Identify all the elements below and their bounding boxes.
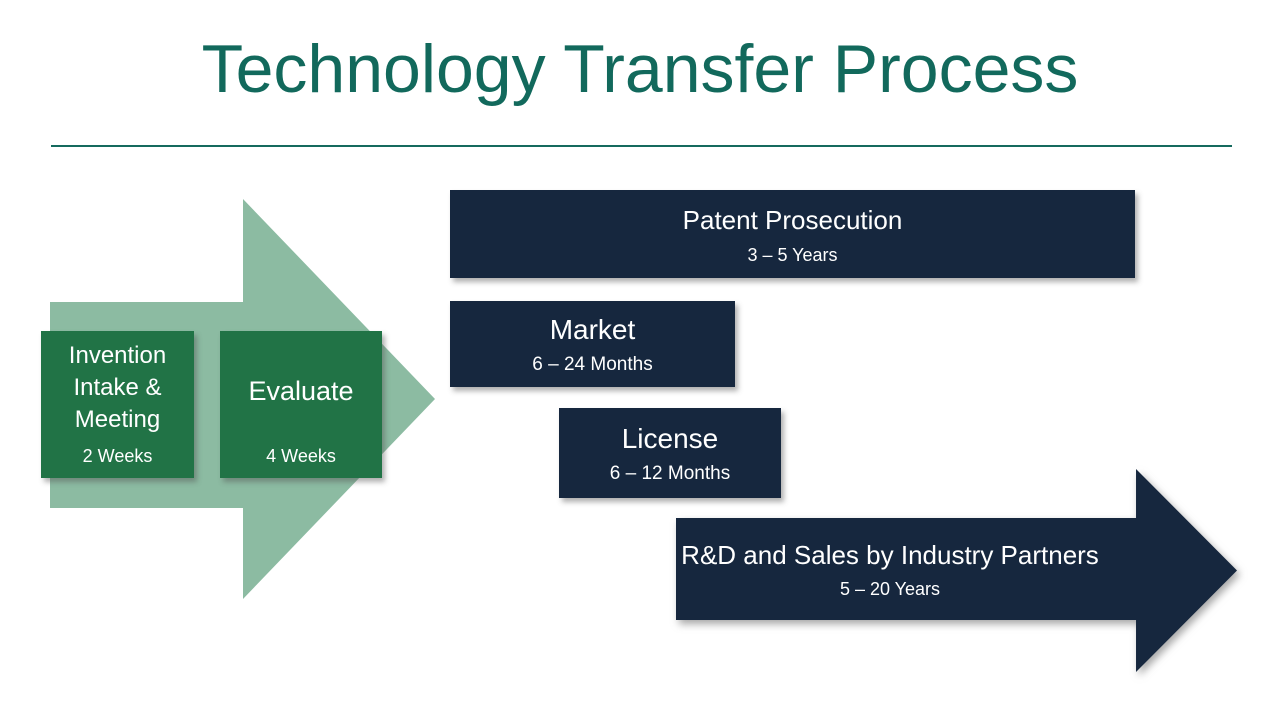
title-divider-line bbox=[51, 145, 1232, 147]
step-invention-intake-label: Invention Intake & Meeting bbox=[68, 342, 167, 433]
step-patent-prosecution-duration: 3 – 5 Years bbox=[747, 244, 838, 265]
step-license-label: License bbox=[621, 422, 719, 454]
step-invention-intake-box: Invention Intake & Meeting 2 Weeks bbox=[41, 331, 194, 478]
step-rd-sales-arrow: R&D and Sales by Industry Partners 5 – 2… bbox=[676, 469, 1237, 672]
step-evaluate-duration: 4 Weeks bbox=[266, 446, 336, 466]
step-market-duration: 6 – 24 Months bbox=[532, 353, 653, 375]
step-market-label: Market bbox=[549, 313, 636, 345]
step-patent-prosecution-box: Patent Prosecution 3 – 5 Years bbox=[450, 190, 1135, 278]
step-rd-sales-label: R&D and Sales by Industry Partners bbox=[681, 540, 1099, 570]
step-rd-sales-text: R&D and Sales by Industry Partners 5 – 2… bbox=[676, 518, 1104, 620]
page-title: Technology Transfer Process bbox=[201, 31, 1079, 107]
step-invention-intake-duration: 2 Weeks bbox=[82, 446, 153, 466]
step-market-box: Market 6 – 24 Months bbox=[450, 301, 735, 387]
step-evaluate-label: Evaluate bbox=[248, 376, 354, 406]
step-rd-sales-duration: 5 – 20 Years bbox=[839, 579, 941, 599]
step-license-box: License 6 – 12 Months bbox=[559, 408, 781, 498]
step-evaluate-box: Evaluate 4 Weeks bbox=[220, 331, 382, 478]
step-patent-prosecution-label: Patent Prosecution bbox=[682, 204, 903, 235]
step-license-duration: 6 – 12 Months bbox=[609, 462, 731, 484]
